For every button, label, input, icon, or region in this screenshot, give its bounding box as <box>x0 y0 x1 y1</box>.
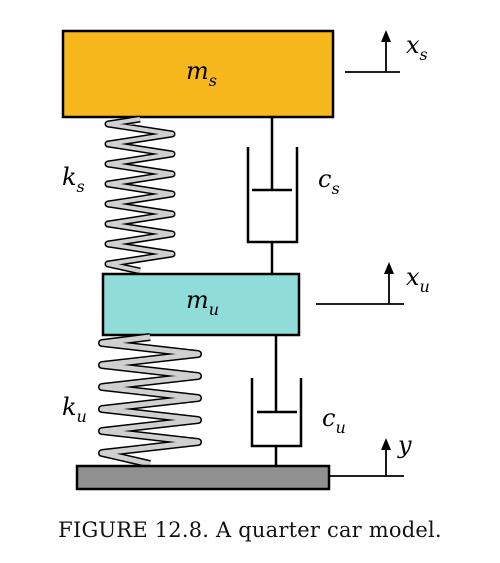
sprung-mass-block <box>61 29 335 119</box>
unsprung-mass-block <box>101 272 301 337</box>
disp-xu-label: xu <box>406 263 430 296</box>
arrow-up-icon <box>384 262 394 274</box>
spring-ku-label: ku <box>62 393 87 426</box>
figure-caption: FIGURE 12.8. A quarter car model. <box>58 518 442 542</box>
damper-cs-label: cs <box>318 165 340 198</box>
road-base <box>75 464 331 491</box>
arrow-up-icon <box>381 30 391 42</box>
damper-cu-label: cu <box>322 404 346 437</box>
unsprung-damper <box>250 335 303 466</box>
spring-ks-label: ks <box>62 163 85 196</box>
disp-xs-label: xs <box>406 31 428 64</box>
arrow-up-icon <box>381 438 391 450</box>
disp-y-label: y <box>397 431 412 459</box>
sprung-mass-label: ms <box>186 57 217 90</box>
unsprung-mass-label: mu <box>186 286 219 319</box>
sprung-damper <box>246 117 299 274</box>
